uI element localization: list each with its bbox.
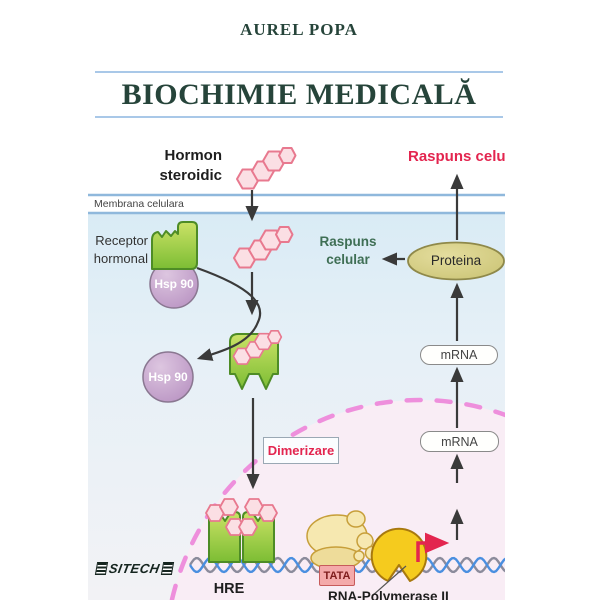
protein-label: Proteina [430,253,482,268]
rna-polymerase-shape [370,527,428,582]
rna-polymerase-label: RNA-Polymerase II [328,589,449,600]
transcription-factors [306,510,380,570]
hormone-receptor [149,221,199,309]
activated-receptor-complex [229,330,283,390]
steroid-hormone-label: Hormon steroidic [159,147,222,184]
page-title: BIOCHIMIE MEDICALĂ [121,78,477,111]
receptor-shape [151,221,198,270]
publisher-logo: SITECH [94,561,174,576]
transcription-start-arrow [416,532,450,562]
hsp90-bound-label: Hsp 90 [154,277,194,291]
cell-membrane [88,193,505,215]
dimerization-box: Dimerizare [263,437,339,464]
receptor-dimer-hre [205,498,278,563]
tata-box: TATA [319,565,355,586]
publisher-name: SITECH [107,561,161,576]
hre-label: HRE [213,581,245,597]
cell-response-top-label: Raspuns celular [408,148,505,165]
polymerase-pointer-line [371,565,407,597]
hormone-receptor-label: Receptor hormonal [93,233,148,266]
mrna-cytoplasm-badge: mRNA [420,345,498,365]
hsp90-released-shape [142,351,194,403]
pathway-diagram-graphics [88,147,505,600]
title-rule-top [95,71,503,73]
author-name: AUREL POPA [240,20,358,39]
protein-shape [407,241,505,281]
steroid-hormone-inside [233,226,294,269]
title-rule-bottom [95,116,503,118]
logo-stripe-block-left [94,562,109,575]
logo-stripe-block-right [160,562,174,575]
pathway-arrows [196,173,464,540]
cell-response-inner-label: Raspuns celular [319,234,377,267]
cover-diagram: Membrana celulara Hormon steroidic Recep… [88,0,505,600]
membrane-label: Membrana celulara [94,198,184,210]
steroid-hormone-outside [236,147,297,190]
hsp90-released-label: Hsp 90 [148,370,188,384]
mrna-nucleus-badge: mRNA [420,431,499,452]
